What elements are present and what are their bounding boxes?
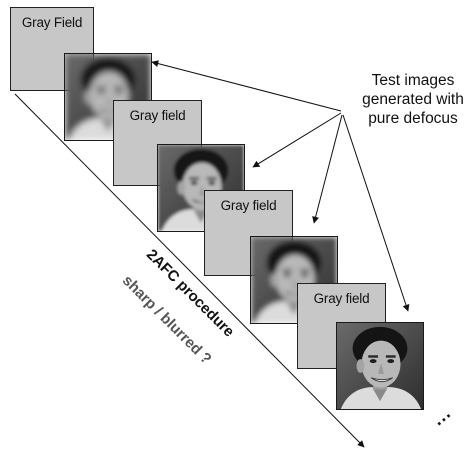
face-photo-3 — [251, 237, 337, 323]
gray-field-frame-1: Gray Field — [10, 7, 94, 91]
gray-field-label-1: Gray Field — [21, 15, 83, 30]
time-axis-arrow — [14, 93, 365, 448]
pointer-arrow-3 — [312, 114, 343, 224]
pointer-arrow-1 — [151, 60, 342, 112]
face-photo-4 — [337, 323, 423, 409]
annotation-line-3: pure defocus — [368, 110, 458, 127]
annotation-line-1: Test images — [371, 72, 455, 89]
gray-field-label-3: Gray field — [220, 198, 277, 213]
pointer-arrow-2 — [252, 112, 342, 168]
pointer-arrow-4 — [342, 114, 410, 312]
annotation-line-2: generated with — [362, 91, 464, 108]
gray-field-label-4: Gray field — [313, 291, 370, 306]
test-image-frame-3 — [250, 236, 338, 324]
test-image-frame-4 — [336, 322, 424, 410]
gray-field-label-2: Gray field — [129, 108, 186, 123]
test-images-annotation: Test images generated with pure defocus — [354, 71, 472, 128]
